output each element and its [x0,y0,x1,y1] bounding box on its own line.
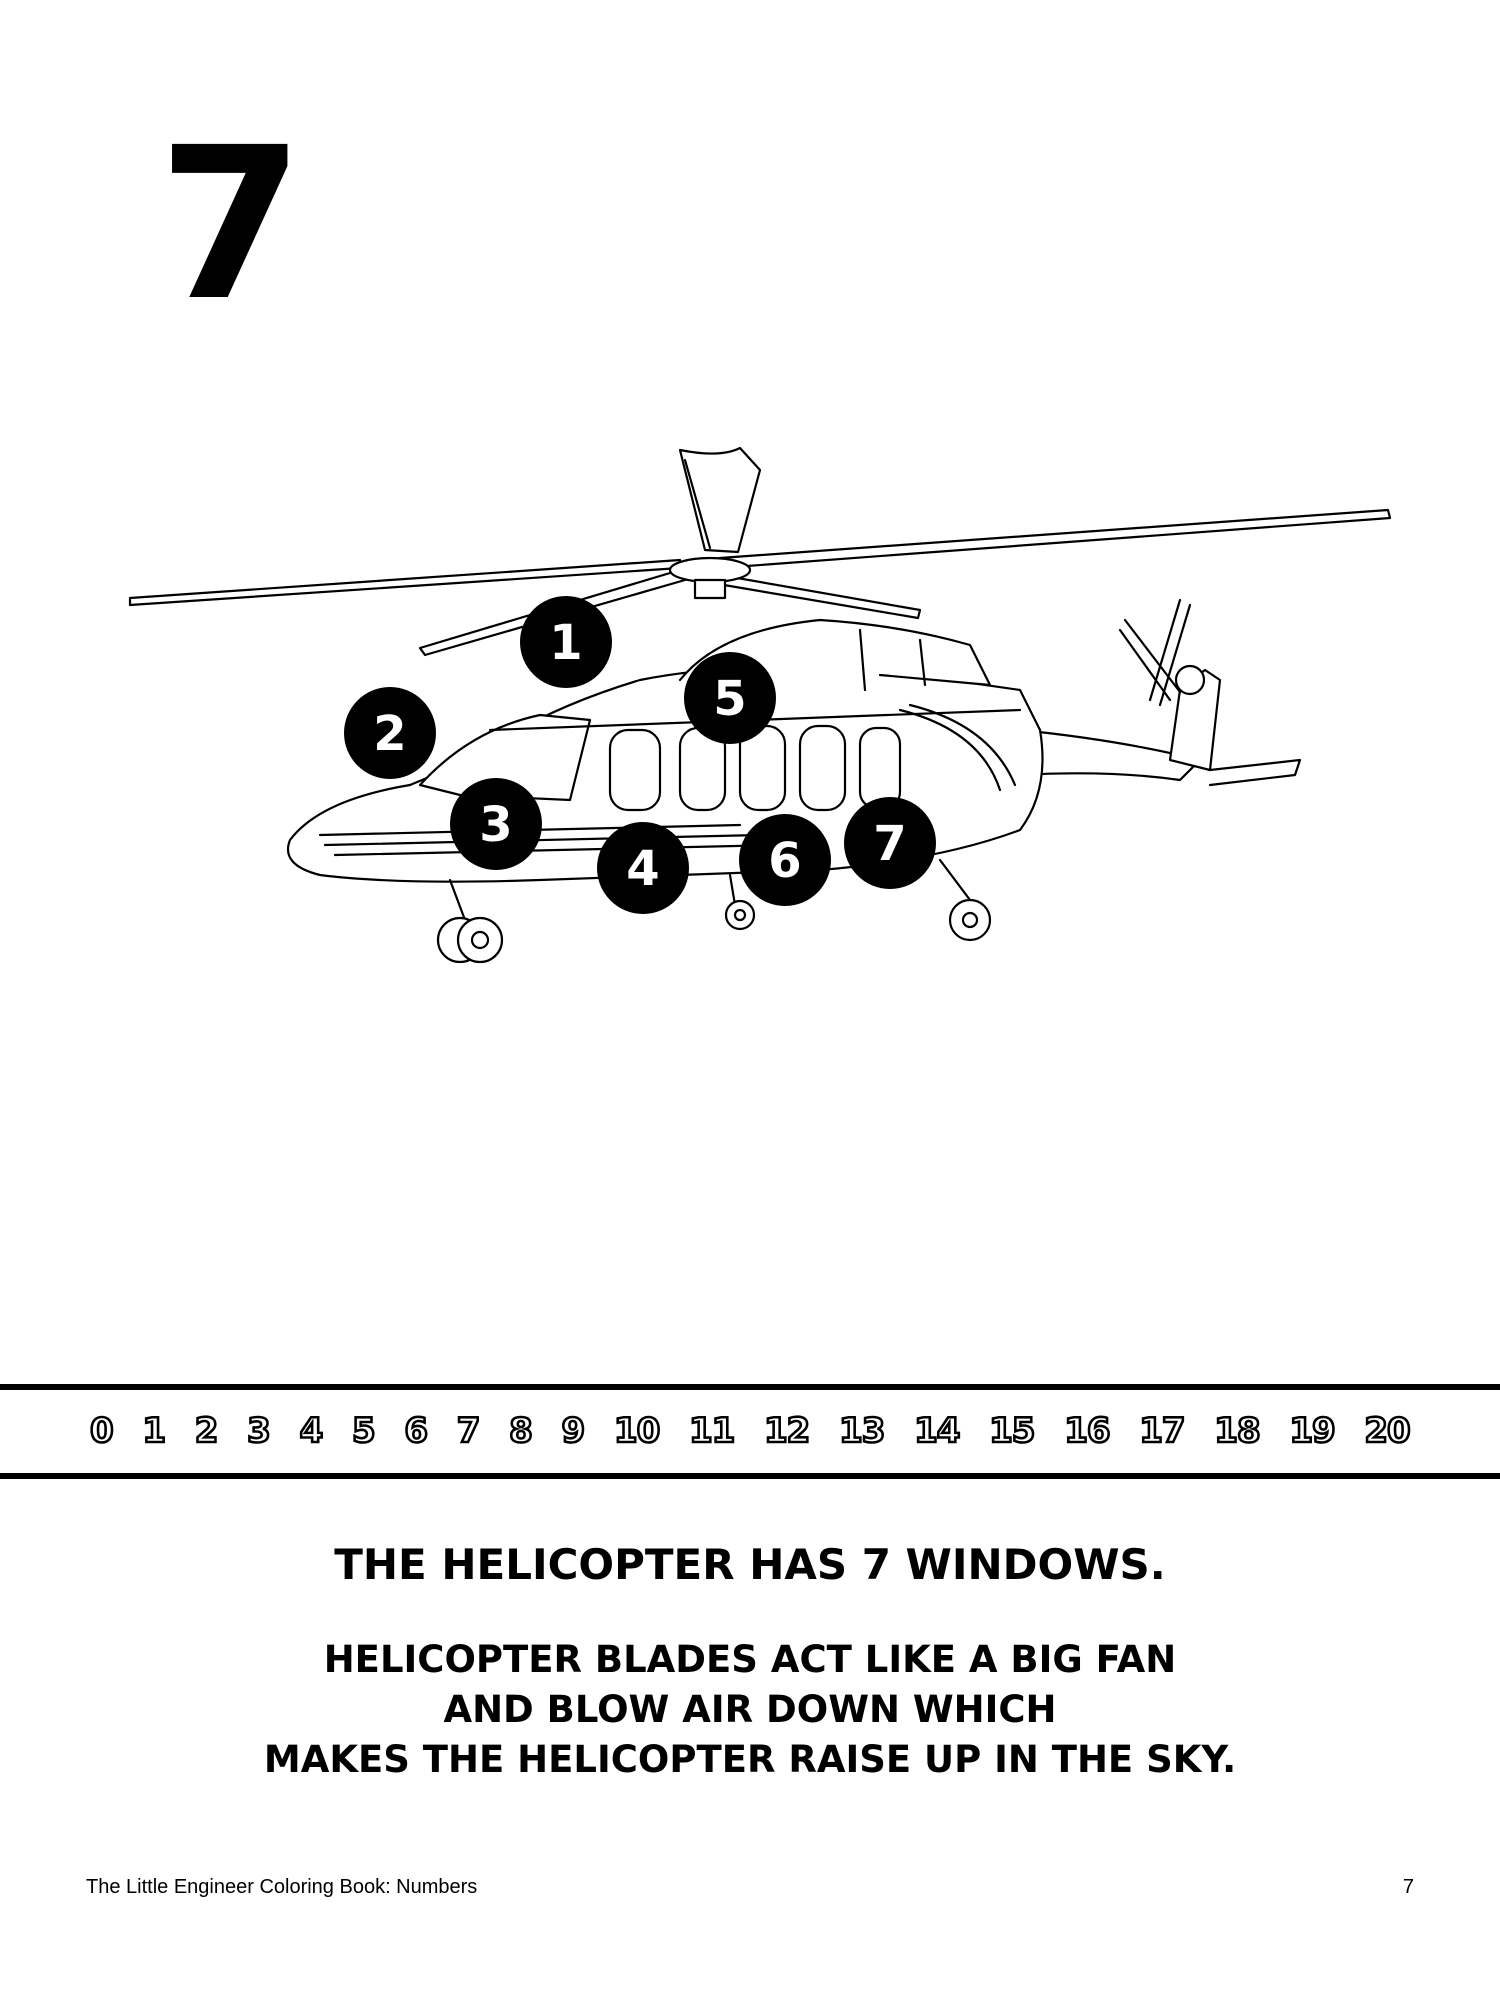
number-line-item: 4 [298,1410,324,1453]
number-line-item: 18 [1213,1410,1262,1453]
caption-main: THE HELICOPTER HAS 7 WINDOWS. [334,1540,1166,1589]
marker-4: 4 [597,822,689,914]
number-line-item: 6 [403,1410,429,1453]
caption-info-line: HELICOPTER BLADES ACT LIKE A BIG FAN [323,1638,1177,1681]
number-line-item: 19 [1288,1410,1337,1453]
number-line: 0 1 2 3 4 5 6 7 8 9 10 11 12 13 14 15 16… [89,1406,1412,1456]
number-line-item: 5 [351,1410,377,1453]
marker-5-label: 5 [713,671,746,727]
main-rotor [128,446,1392,657]
number-line-item: 15 [988,1410,1037,1453]
marker-7: 7 [844,797,936,889]
marker-2: 2 [344,687,436,779]
number-line-item: 1 [141,1410,167,1453]
number-line-bottom-rule [0,1473,1500,1479]
marker-3-label: 3 [479,797,512,853]
number-line-item: 8 [508,1410,534,1453]
window-markers: 1 2 3 4 5 6 7 [344,596,936,914]
footer-book-title: The Little Engineer Coloring Book: Numbe… [86,1876,478,1898]
tail-section [1018,598,1302,787]
number-line-item: 12 [763,1410,812,1453]
marker-1-label: 1 [549,615,582,671]
caption-info: HELICOPTER BLADES ACT LIKE A BIG FAN AND… [0,1635,1500,1785]
marker-4-label: 4 [626,841,659,897]
number-line-item: 17 [1138,1410,1187,1453]
number-line-item: 13 [838,1410,887,1453]
number-line-item: 14 [913,1410,962,1453]
marker-1: 1 [520,596,612,688]
marker-3: 3 [450,778,542,870]
footer-page-number: 7 [1402,1876,1414,1898]
number-line-item: 2 [193,1410,219,1453]
marker-6: 6 [739,814,831,906]
number-line-item: 9 [560,1410,586,1453]
landing-gear [436,858,992,964]
caption-info-line: MAKES THE HELICOPTER RAISE UP IN THE SKY… [263,1738,1237,1781]
caption-info-line: AND BLOW AIR DOWN WHICH [443,1688,1057,1731]
marker-7-label: 7 [873,816,906,872]
number-line-item: 16 [1063,1410,1112,1453]
helicopter-illustration: 1 2 3 4 5 6 7 [120,430,1400,990]
number-line-item: 10 [613,1410,662,1453]
marker-6-label: 6 [768,833,801,889]
number-line-item: 11 [688,1410,737,1453]
number-line-item: 0 [89,1410,115,1453]
page-big-number: 7 [158,102,305,347]
number-line-item: 3 [246,1410,272,1453]
number-line-item: 7 [455,1410,481,1453]
marker-2-label: 2 [373,706,406,762]
number-line-item: 20 [1363,1410,1412,1453]
marker-5: 5 [684,652,776,744]
number-line-top-rule [0,1384,1500,1390]
